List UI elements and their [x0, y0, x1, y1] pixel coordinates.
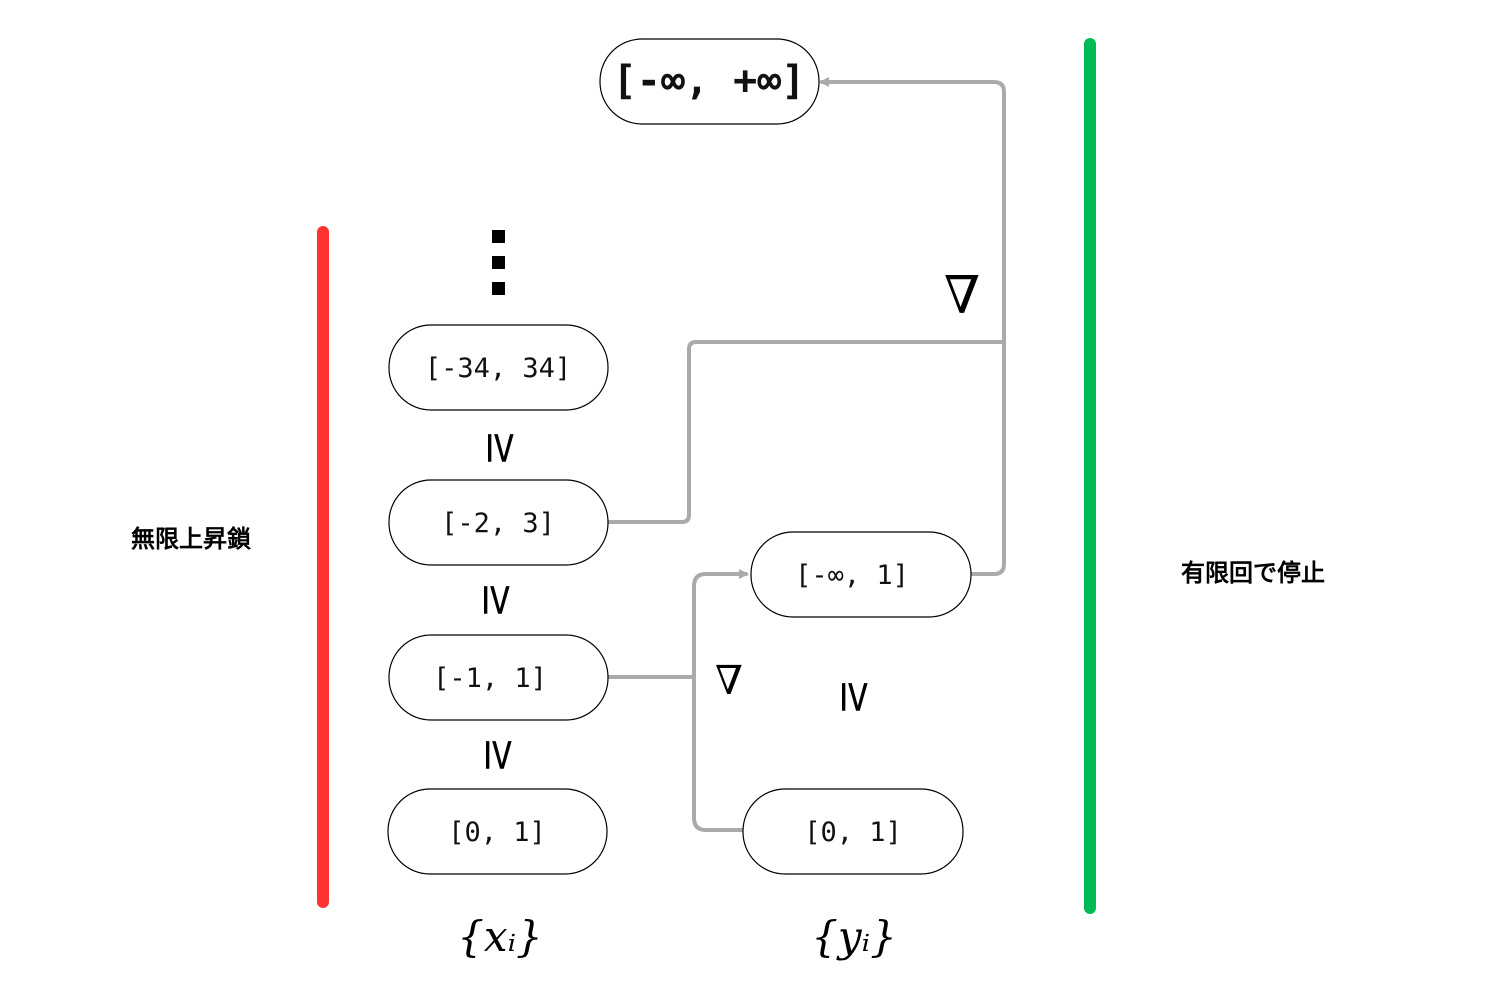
geq-x2-x1: ≥: [473, 582, 524, 619]
node-top: [599, 38, 820, 125]
connector-y1-to-top: [819, 77, 1006, 576]
widen-operator-top: ∇: [944, 266, 980, 326]
geq-x1-x0: ≥: [475, 737, 526, 774]
y-set-label: {yᵢ}: [811, 912, 897, 961]
node-x2-label: [-2, 3]: [441, 508, 555, 539]
node-x0: [387, 788, 608, 875]
vertical-dot: [492, 282, 505, 295]
vertical-dot: [492, 230, 505, 243]
vertical-dot: [492, 256, 505, 269]
node-y1-label: [-∞, 1]: [795, 560, 909, 591]
geq-y1-y0: ≥: [831, 679, 882, 716]
left-label: 無限上昇鎖: [131, 525, 252, 553]
node-x3: [388, 324, 609, 411]
node-top-label: [-∞, +∞]: [613, 58, 806, 104]
node-y0: [742, 788, 964, 875]
connector-x2-to-widen: [606, 340, 1005, 524]
geq-x3-x2: ≥: [477, 430, 528, 467]
connector-y0-to-y1: [692, 569, 749, 832]
node-x2: [388, 479, 609, 566]
node-x3-label: [-34, 34]: [425, 353, 571, 384]
right-label: 有限回で停止: [1181, 559, 1325, 587]
node-y0-label: [0, 1]: [804, 817, 902, 848]
node-x0-label: [0, 1]: [448, 817, 546, 848]
node-x1-label: [-1, 1]: [433, 663, 547, 694]
node-x1: [388, 634, 609, 721]
node-y1: [750, 531, 972, 618]
widen-operator-bottom: ∇: [715, 658, 743, 704]
x-set-label: {xᵢ}: [457, 912, 543, 961]
